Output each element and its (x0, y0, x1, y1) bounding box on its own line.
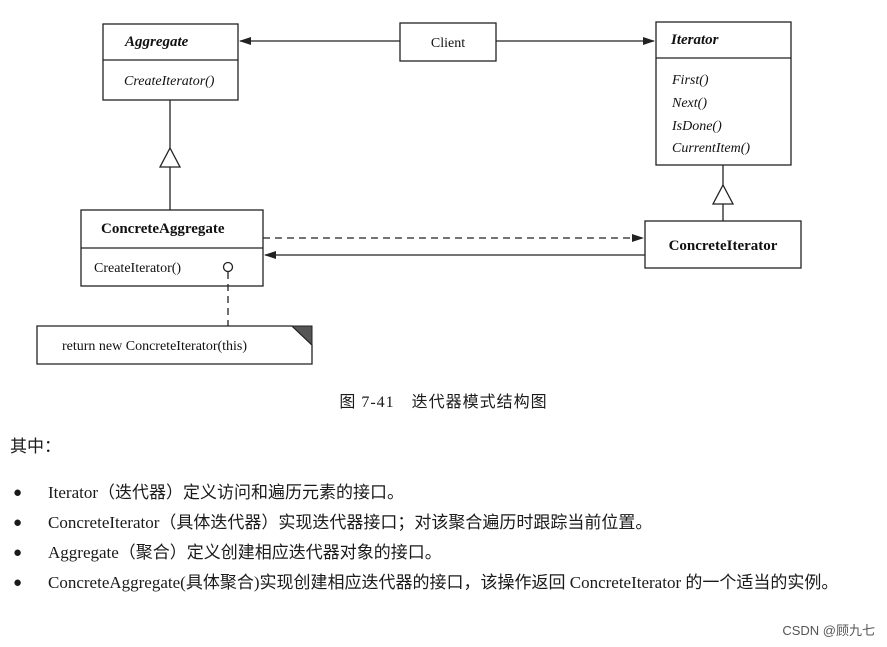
concrete-aggregate-title: ConcreteAggregate (101, 221, 225, 237)
client-title: Client (431, 36, 465, 51)
concrete-aggregate-class: ConcreteAggregate CreateIterator() (80, 209, 264, 287)
watermark: CSDN @顾九七 (782, 623, 875, 638)
iterator-op-first: First() (671, 73, 709, 88)
bullet-text: ConcreteAggregate(具体聚合)实现创建相应迭代器的接口，该操作返… (48, 573, 839, 592)
list-item: ● ConcreteAggregate(具体聚合)实现创建相应迭代器的接口，该操作… (0, 568, 887, 598)
bullet-icon: ● (13, 485, 23, 501)
aggregate-class: Aggregate CreateIterator() (102, 23, 239, 101)
uml-diagram: Aggregate CreateIterator() Client Iterat… (36, 21, 802, 365)
iterator-class: Iterator First() Next() IsDone() Current… (655, 21, 792, 166)
aggregate-generalization (158, 100, 182, 210)
bullet-text: Aggregate（聚合）定义创建相应迭代器对象的接口。 (48, 543, 442, 562)
aggregate-op: CreateIterator() (124, 74, 215, 89)
bullet-text: Iterator（迭代器）定义访问和遍历元素的接口。 (48, 483, 405, 502)
aggregate-title: Aggregate (124, 34, 189, 50)
bullet-icon: ● (13, 545, 23, 561)
note-anchor (222, 261, 234, 326)
concrete-iterator-title: ConcreteIterator (669, 238, 778, 254)
code-note: return new ConcreteIterator(this) (36, 325, 313, 365)
concrete-aggregate-op: CreateIterator() (94, 261, 181, 276)
list-item: ● ConcreteIterator（具体迭代器）实现迭代器接口；对该聚合遍历时跟… (0, 508, 887, 538)
iterator-op-next: Next() (671, 96, 707, 111)
iterator-op-isdone: IsDone() (671, 119, 722, 134)
bullet-icon: ● (13, 515, 23, 531)
description-list: ● Iterator（迭代器）定义访问和遍历元素的接口。 ● ConcreteIte… (0, 478, 887, 598)
iterator-op-currentitem: CurrentItem() (672, 141, 750, 156)
list-item: ● Iterator（迭代器）定义访问和遍历元素的接口。 (0, 478, 887, 508)
client-class: Client (399, 22, 497, 62)
list-item: ● Aggregate（聚合）定义创建相应迭代器对象的接口。 (0, 538, 887, 568)
iterator-generalization (711, 165, 735, 221)
intro-text: 其中： (10, 437, 61, 456)
iterator-title: Iterator (670, 32, 719, 48)
bullet-text: ConcreteIterator（具体迭代器）实现迭代器接口；对该聚合遍历时跟踪… (48, 513, 653, 532)
concrete-iterator-class: ConcreteIterator (644, 220, 802, 269)
figure-caption: 图 7-41 迭代器模式结构图 (339, 394, 548, 411)
bullet-icon: ● (13, 575, 23, 591)
note-text: return new ConcreteIterator(this) (62, 339, 247, 354)
